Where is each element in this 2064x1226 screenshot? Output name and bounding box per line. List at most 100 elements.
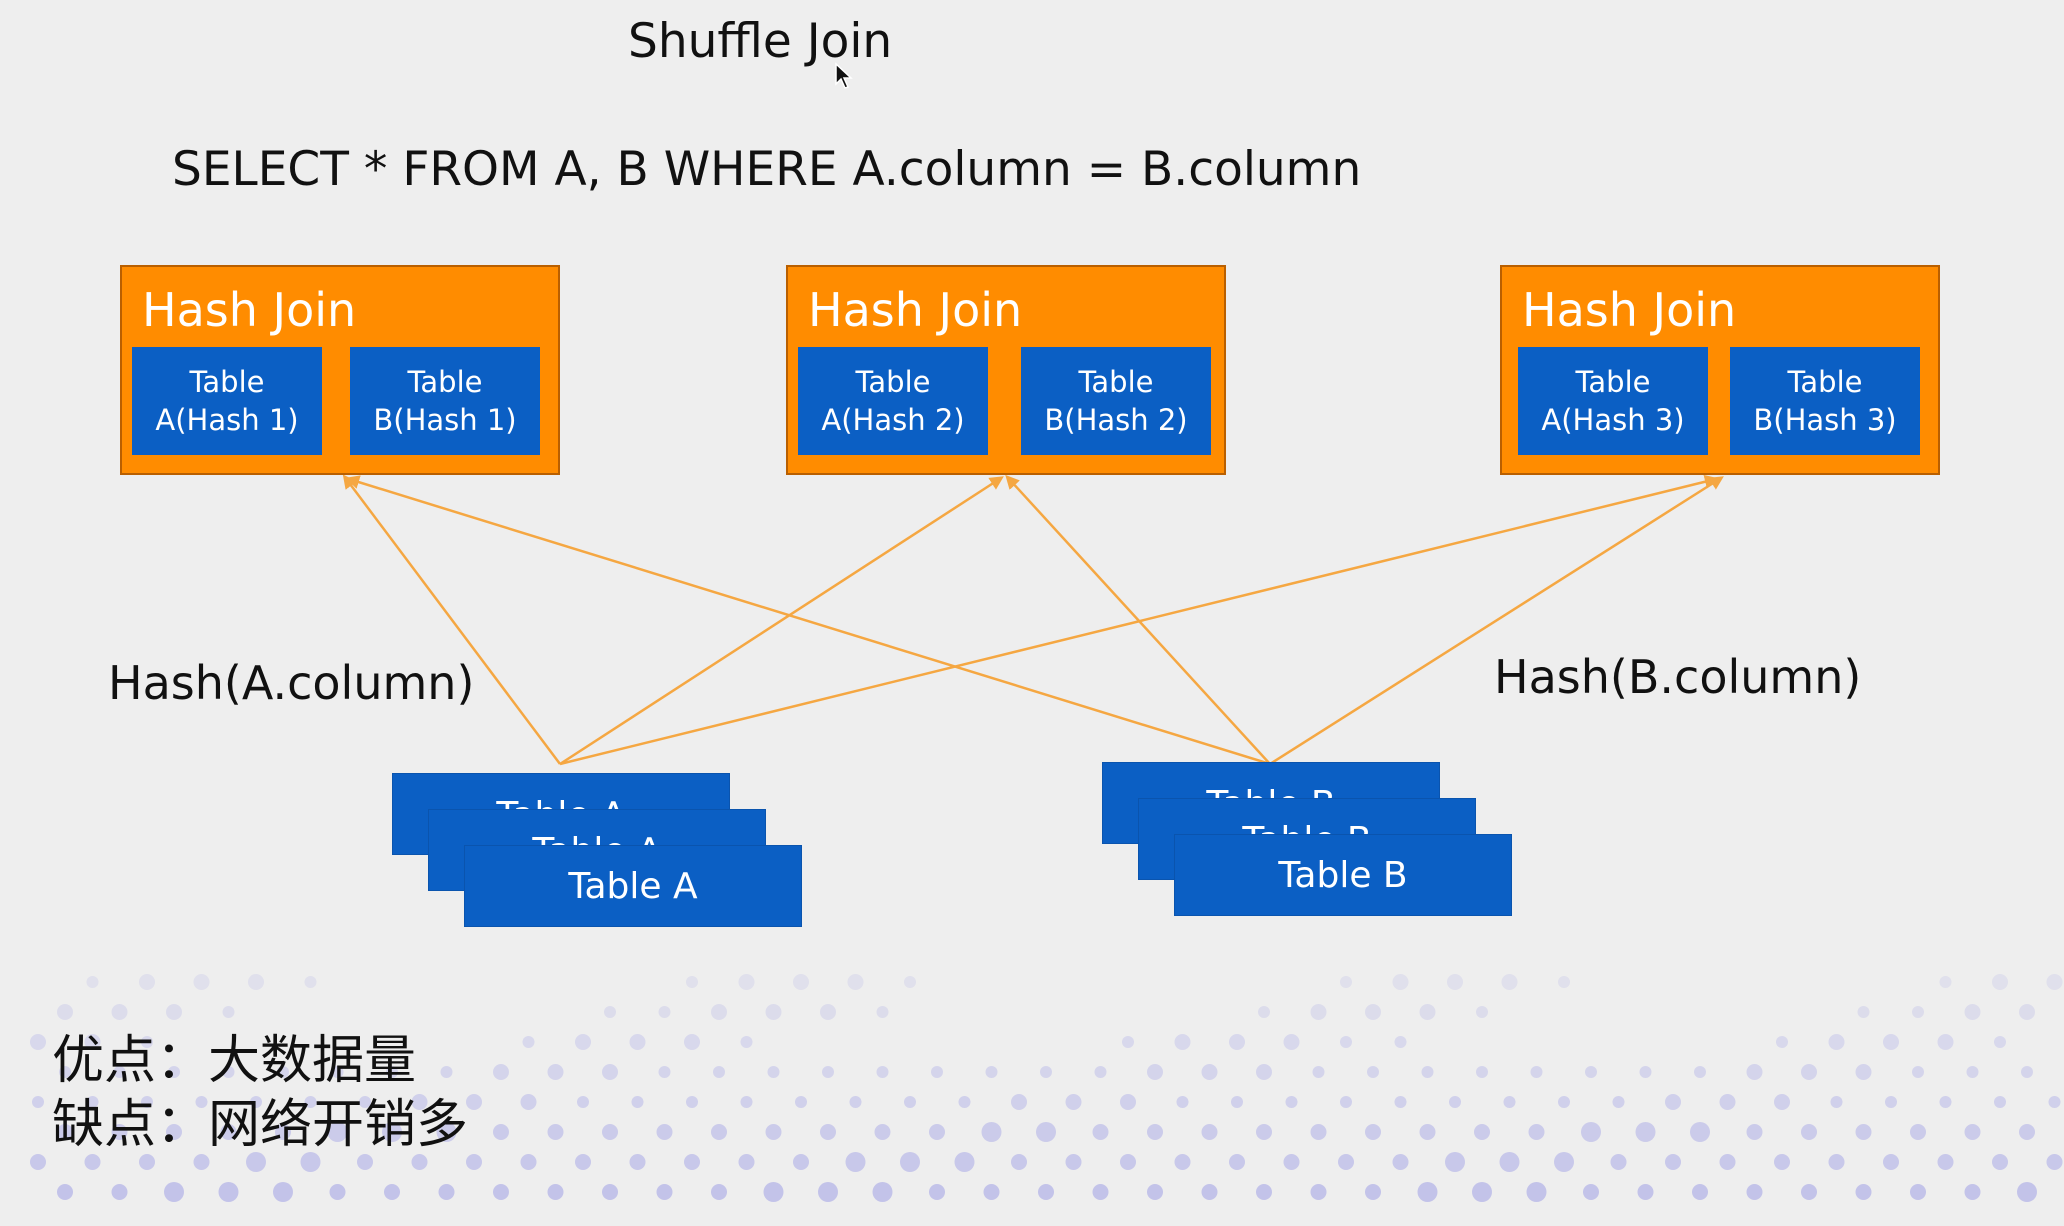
background-dot	[1939, 1096, 1952, 1108]
background-dot	[30, 1034, 46, 1050]
background-dot	[929, 1124, 945, 1140]
background-dot	[359, 1096, 371, 1108]
background-dot	[1665, 1094, 1681, 1110]
sql-query: SELECT * FROM A, B WHERE A.column = B.co…	[172, 142, 1362, 197]
partition-line-2: A(Hash 3)	[1541, 403, 1685, 437]
background-dot	[384, 1184, 400, 1200]
background-dot	[765, 1124, 782, 1140]
background-dot	[1392, 1154, 1409, 1170]
background-dot	[218, 1182, 239, 1202]
background-dot	[1746, 1124, 1763, 1140]
background-dot	[1964, 1004, 1981, 1020]
background-dot	[273, 1182, 293, 1202]
background-dot	[1147, 1124, 1163, 1140]
background-dot	[1283, 1034, 1300, 1050]
background-dot	[1365, 1004, 1381, 1020]
background-dot	[1692, 1184, 1708, 1200]
background-dot	[220, 1124, 237, 1140]
hash-join-node-1: Hash Join Table A(Hash 1) Table B(Hash 1…	[120, 265, 560, 475]
background-dot	[1501, 974, 1518, 990]
background-dot	[1201, 1184, 1218, 1200]
background-dot	[711, 1004, 727, 1020]
partition-line-2: B(Hash 3)	[1753, 403, 1897, 437]
background-dot	[1554, 1152, 1574, 1172]
background-dot	[985, 1066, 998, 1078]
background-dot	[2046, 974, 2063, 990]
background-dot	[1503, 1096, 1516, 1108]
background-dot	[1939, 976, 1952, 988]
partition-line-2: A(Hash 1)	[155, 403, 299, 437]
background-dot	[1011, 1094, 1027, 1110]
background-dot	[1776, 1036, 1788, 1048]
background-dot	[304, 1096, 317, 1108]
background-dot	[248, 974, 264, 990]
cons-note: 缺点：网络开销多	[52, 1095, 469, 1155]
background-dot	[767, 1066, 780, 1078]
background-dot	[1937, 1154, 1954, 1170]
background-dot	[1694, 1066, 1706, 1078]
background-dot	[1992, 974, 2008, 990]
background-dot	[845, 1152, 866, 1172]
background-dot	[1994, 1096, 2006, 1108]
background-dot	[1340, 976, 1352, 988]
background-dot	[329, 1184, 346, 1200]
background-dot	[1558, 1096, 1570, 1108]
background-dot	[436, 1122, 457, 1142]
background-dot	[2019, 1124, 2035, 1140]
background-dot	[1719, 1154, 1736, 1170]
background-dot	[1338, 1154, 1354, 1170]
background-dot	[1612, 1096, 1625, 1108]
background-dot	[166, 1124, 182, 1140]
background-dot	[1910, 1184, 1926, 1200]
background-dot	[1964, 1184, 1981, 1200]
background-dot	[847, 974, 864, 990]
background-dot	[493, 1124, 509, 1140]
background-dot	[1392, 974, 1409, 990]
background-dot	[1883, 1034, 1899, 1050]
background-dot	[656, 1124, 673, 1140]
background-dot	[1585, 1066, 1597, 1078]
arrow-a-to-join-1	[342, 474, 561, 765]
background-dot	[141, 1036, 153, 1048]
background-dot	[1065, 1154, 1082, 1170]
background-dot	[604, 1006, 616, 1018]
background-dot	[111, 1184, 128, 1200]
slide-title: Shuffle Join	[628, 14, 893, 69]
background-dot	[1526, 1182, 1547, 1202]
background-dot	[686, 1096, 698, 1108]
background-dot	[1040, 1066, 1052, 1078]
background-dot	[1639, 1066, 1652, 1078]
background-dot	[304, 976, 317, 988]
background-dot	[111, 1004, 128, 1020]
background-dot	[86, 976, 99, 988]
background-dot	[1231, 1096, 1243, 1108]
background-dot	[820, 1124, 836, 1140]
background-dot	[547, 1064, 564, 1080]
background-dot	[522, 1036, 535, 1048]
background-dot	[1855, 1124, 1872, 1140]
partition-table-b-hash-1: Table B(Hash 1)	[350, 347, 540, 455]
background-dot	[139, 974, 155, 990]
background-dot	[1583, 1184, 1599, 1200]
background-dot	[904, 1096, 916, 1108]
background-dot	[1719, 1094, 1736, 1110]
background-dot	[849, 1096, 862, 1108]
background-dot	[1558, 976, 1570, 988]
background-dot	[1912, 1006, 1924, 1018]
arrow-b-to-join-3	[1269, 476, 1724, 766]
background-dot	[277, 1066, 289, 1078]
background-dot	[876, 1066, 889, 1078]
background-dot	[438, 1184, 455, 1200]
background-dot	[1340, 1096, 1352, 1108]
partition-line-2: B(Hash 2)	[1044, 403, 1188, 437]
background-dot	[275, 1124, 291, 1140]
background-dot	[1120, 1094, 1136, 1110]
background-dot	[1283, 1154, 1300, 1170]
background-dot	[1994, 1036, 2006, 1048]
background-dot	[1229, 1154, 1245, 1170]
hash-join-node-2: Hash Join Table A(Hash 2) Table B(Hash 2…	[786, 265, 1226, 475]
background-dot	[1256, 1064, 1272, 1080]
background-dot	[740, 1036, 753, 1048]
